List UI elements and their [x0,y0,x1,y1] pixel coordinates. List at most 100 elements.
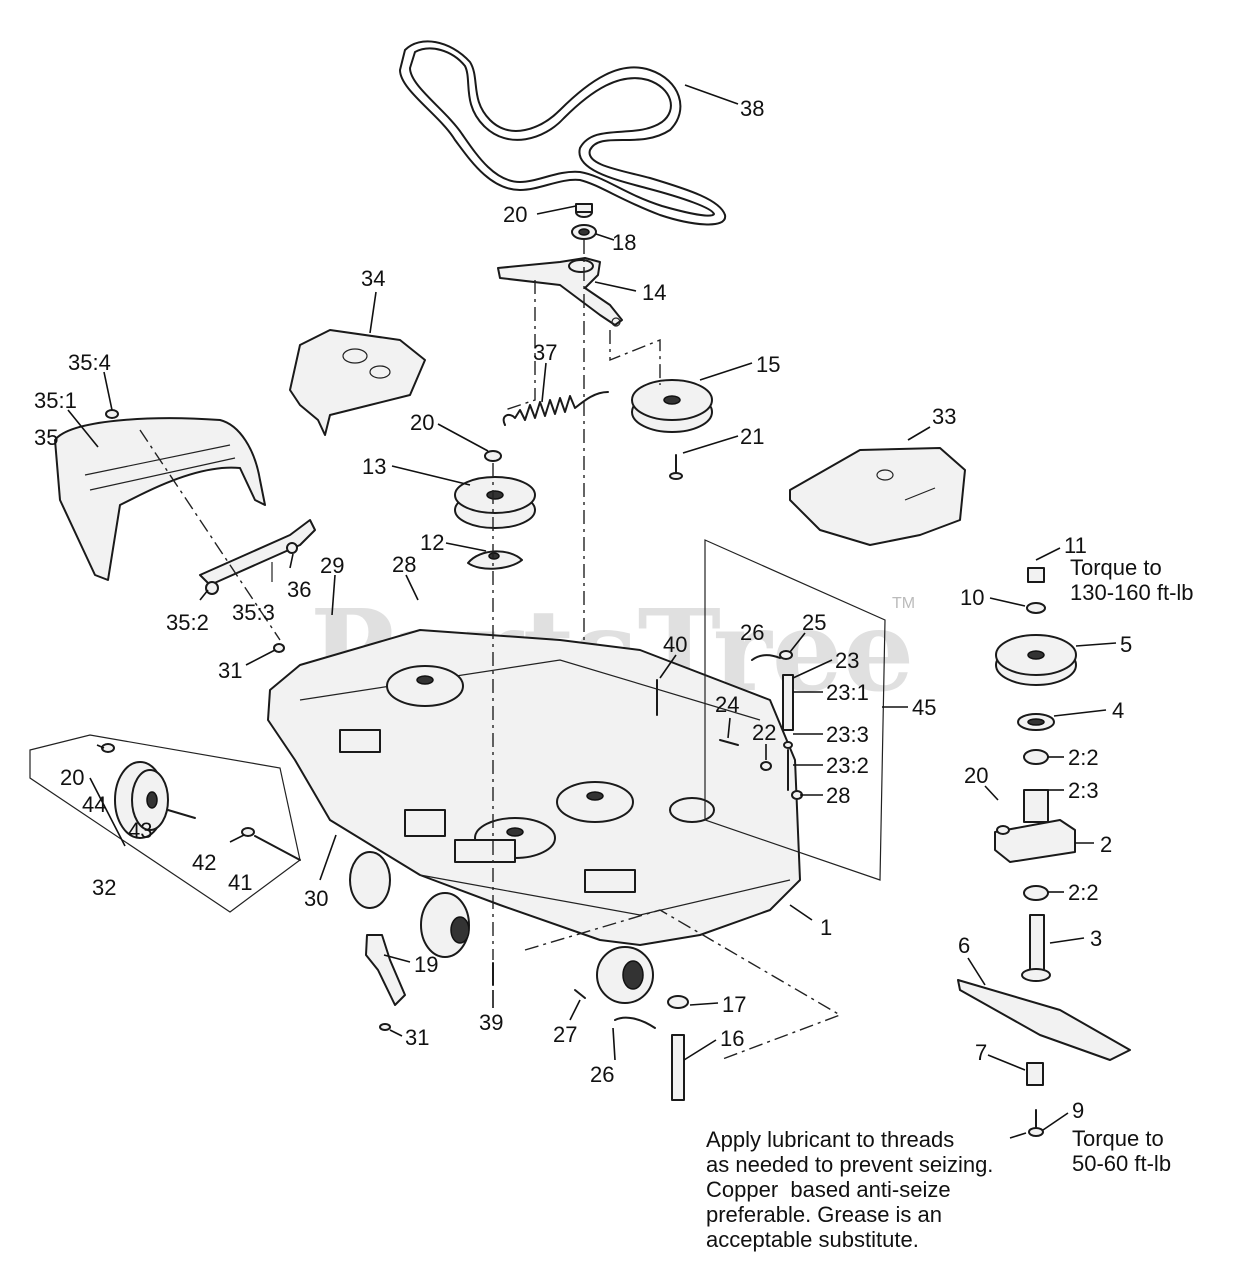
leader [727,717,731,739]
callout-2-3: 2:3 [1068,778,1099,803]
callout-26: 26 [590,1062,614,1087]
washer-22 [760,761,772,771]
leader [984,785,999,801]
leader [1053,709,1107,717]
callout-23-1: 23:1 [826,680,869,705]
callout-26: 26 [740,620,764,645]
assembly-box-45 [704,539,886,881]
callout-31: 31 [218,658,242,683]
mower-deck [267,629,801,1004]
drive-belt [399,40,727,226]
watermark-tm: TM [892,595,915,612]
callout-10: 10 [960,585,984,610]
callout-20: 20 [503,202,527,227]
leader [199,589,209,601]
belt-cover-left [289,329,426,436]
pulley-15 [631,379,713,433]
callout-17: 17 [722,992,746,1017]
callout-44: 44 [82,792,106,817]
leader [684,84,739,105]
leader [907,426,931,441]
leader [536,205,577,215]
idler-arm [497,257,623,327]
callout-39: 39 [479,1010,503,1035]
leader [445,542,487,552]
callout-42: 42 [192,850,216,875]
leader [682,435,739,454]
callout-2-2: 2:2 [1068,745,1099,770]
assembly-box-32 [29,734,301,913]
leader [383,954,411,963]
cover-knob [105,409,119,419]
nut-spindle [996,825,1010,835]
callout-28: 28 [826,783,850,808]
callout-18: 18 [612,230,636,255]
leader [103,371,113,411]
callout-23: 23 [835,648,859,673]
hairpin-top [751,654,781,661]
discharge-bracket [365,934,406,1006]
callout-22: 22 [752,720,776,745]
callout-31: 31 [405,1025,429,1050]
callout-4: 4 [1112,698,1124,723]
leader [437,423,489,452]
callout-45: 45 [912,695,936,720]
caster-wheel [114,761,169,839]
callout-1: 1 [820,915,832,940]
bolt-21 [669,454,683,480]
assembly-line [504,280,536,411]
callout-28: 28 [392,552,416,577]
callout-35: 35 [34,425,58,450]
nut-mid [484,450,502,462]
leader [1009,1132,1027,1139]
callout-37: 37 [533,340,557,365]
callout-21: 21 [740,424,764,449]
assembly-line [139,429,281,641]
leader [229,834,245,843]
leader [289,553,294,569]
leader [245,649,276,666]
leader [1035,547,1061,561]
height-rod-upper [779,650,794,791]
callout-9: 9 [1072,1098,1084,1123]
callout-23-2: 23:2 [826,753,869,778]
callout-16: 16 [720,1026,744,1051]
nut-31-bottom [379,1023,391,1031]
callout-7: 7 [975,1040,987,1065]
leader [541,362,547,403]
leader [989,597,1026,607]
leader [1075,642,1117,647]
leader [1042,1112,1069,1131]
callout-20: 20 [410,410,434,435]
leader [96,744,105,749]
belt-cover-front [54,417,266,581]
callout-19: 19 [414,952,438,977]
callout-41: 41 [228,870,252,895]
callout-35-3: 35:3 [232,600,275,625]
leader [391,465,471,486]
callout-27: 27 [553,1022,577,1047]
callout-35-4: 35:4 [68,350,111,375]
leader [89,777,126,847]
idler-spring [502,391,609,426]
callout-35-2: 35:2 [166,610,209,635]
leader [987,1054,1026,1071]
callout-40: 40 [663,632,687,657]
bolt-43 [167,809,196,819]
pin-24 [719,739,739,746]
callout-43: 43 [128,818,152,843]
torque-note-bottom: Torque to 50-60 ft-lb [1072,1126,1172,1176]
callout-11: 11 [1064,533,1087,558]
callout-34: 34 [361,266,385,291]
hairpin-bottom [614,1016,656,1029]
assembly-line [524,909,842,1061]
leader [792,659,833,679]
callout-5: 5 [1120,632,1132,657]
leader [612,1027,616,1061]
nut-31-top [273,643,285,653]
leader [319,834,337,881]
leader [595,233,615,241]
callout-25: 25 [802,610,826,635]
callout-2: 2 [1100,832,1112,857]
